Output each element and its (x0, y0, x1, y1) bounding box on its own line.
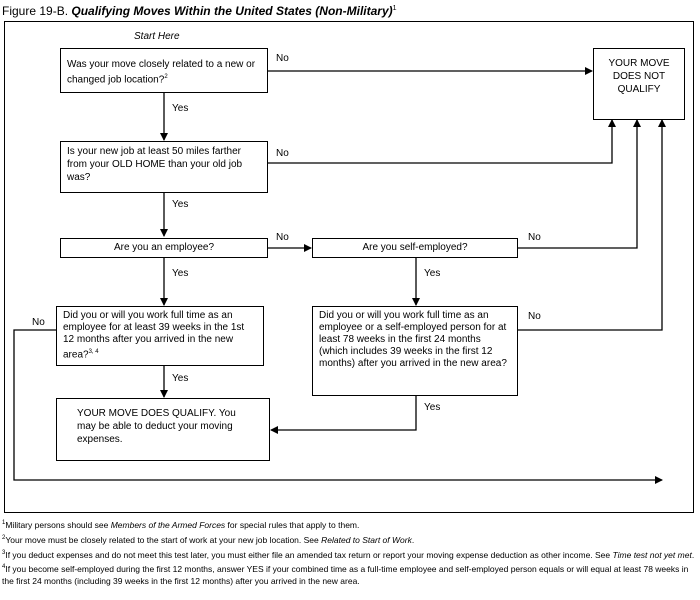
yes-label-q6: Yes (424, 402, 441, 413)
yes-label-q5: Yes (172, 373, 189, 384)
question-job-related-text: Was your move closely related to a new o… (67, 59, 256, 86)
footnote-1-number: 1 (2, 520, 6, 526)
no-label-q2: No (276, 148, 289, 159)
question-job-related-note: 2 (164, 74, 168, 80)
no-label-q5: No (32, 317, 45, 328)
footnote-3-number: 3 (2, 549, 6, 556)
footnote-2-text-b: . (411, 534, 415, 545)
yes-label-q2: Yes (172, 199, 189, 210)
start-here-label: Start Here (134, 31, 180, 42)
footnote-2-number: 2 (2, 534, 6, 541)
figure-heading: Qualifying Moves Within the United State… (71, 4, 393, 18)
footnote-2-text-a: Your move must be closely related to the… (5, 534, 322, 545)
footnote-1-text-a: Military persons should see (5, 519, 111, 530)
arrow-q4-no (518, 119, 641, 249)
footnote-4-number: 4 (2, 564, 6, 571)
question-78-weeks-text: Did you or will you work full time as an… (319, 310, 507, 369)
footnote-4-text: If you become self-employed during the f… (2, 564, 689, 587)
question-self-employed: Are you self-employed? (312, 238, 518, 258)
footnote-2-ref: Related to Start of Work (321, 534, 412, 545)
no-label-q3: No (276, 232, 289, 243)
question-employee: Are you an employee? (60, 238, 268, 258)
footnote-3-text-a: If you deduct expenses and do not meet t… (5, 549, 613, 560)
no-label-q6: No (528, 311, 541, 322)
question-39-weeks-note: 3, 4 (88, 349, 99, 355)
footnotes: 1Military persons should see Members of … (2, 517, 696, 588)
question-distance-test-text: Is your new job at least 50 miles farthe… (67, 146, 243, 183)
question-78-weeks: Did you or will you work full time as an… (312, 306, 518, 396)
arrow-q6-no (518, 119, 666, 331)
footnote-1-text-b: for special rules that apply to them. (225, 519, 360, 530)
arrow-q2-no (268, 119, 616, 164)
question-distance-test: Is your new job at least 50 miles farthe… (60, 141, 268, 193)
figure-heading-note: 1 (392, 5, 397, 12)
figure-number: Figure 19-B. (2, 4, 69, 18)
footnote-1-ref: Members of the Armed Forces (110, 519, 226, 530)
footnote-4: 4If you become self-employed during the … (2, 561, 696, 587)
question-39-weeks-text: Did you or will you work full time as an… (63, 310, 245, 361)
footnote-3: 3If you deduct expenses and do not meet … (2, 547, 696, 561)
question-self-employed-text: Are you self-employed? (362, 242, 468, 253)
footnote-3-text-b: . (691, 549, 695, 560)
result-not-qualify: YOUR MOVE DOES NOT QUALIFY (593, 48, 685, 120)
yes-label-q3: Yes (172, 268, 189, 279)
footnote-3-ref: Time test not yet met (612, 549, 692, 560)
flowchart-frame (4, 21, 694, 513)
question-job-related: Was your move closely related to a new o… (60, 48, 268, 93)
arrow-q5-no (13, 329, 663, 484)
yes-label-q4: Yes (424, 268, 441, 279)
question-employee-text: Are you an employee? (113, 242, 215, 253)
question-39-weeks: Did you or will you work full time as an… (56, 306, 264, 366)
no-label-q1: No (276, 53, 289, 64)
result-qualify: YOUR MOVE DOES QUALIFY. You may be able … (56, 398, 270, 461)
yes-label-q1: Yes (172, 103, 189, 114)
arrow-q6-yes (270, 396, 417, 434)
result-qualify-text: YOUR MOVE DOES QUALIFY. You may be able … (77, 408, 236, 445)
result-not-qualify-text: YOUR MOVE DOES NOT QUALIFY (608, 58, 670, 95)
footnote-1: 1Military persons should see Members of … (2, 517, 696, 531)
figure-title: Figure 19-B. Qualifying Moves Within the… (2, 4, 397, 18)
footnote-2: 2Your move must be closely related to th… (2, 532, 696, 546)
no-label-q4: No (528, 232, 541, 243)
